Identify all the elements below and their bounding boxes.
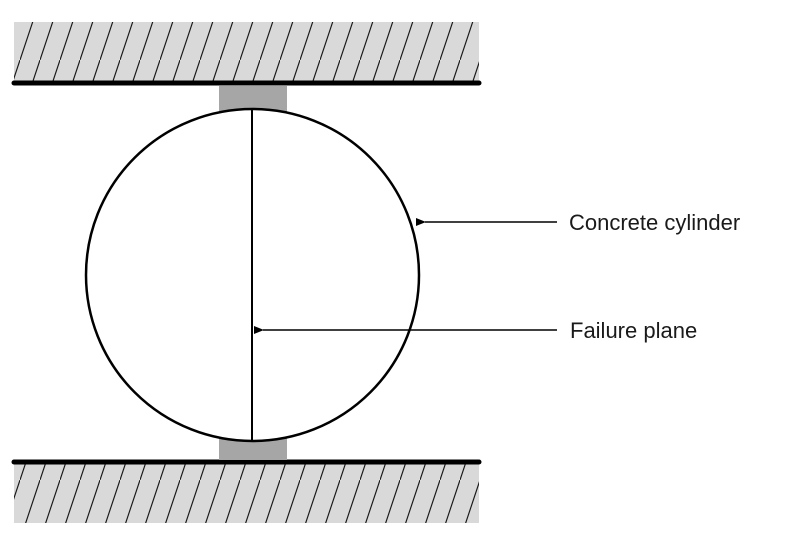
bottom-platen — [11, 459, 482, 523]
cylinder-label: Concrete cylinder — [569, 210, 740, 235]
top-platen — [11, 22, 482, 86]
bottom-platen-hatching — [14, 463, 479, 523]
failure-plane-label: Failure plane — [570, 318, 697, 343]
top-platen-hatching — [14, 22, 479, 82]
